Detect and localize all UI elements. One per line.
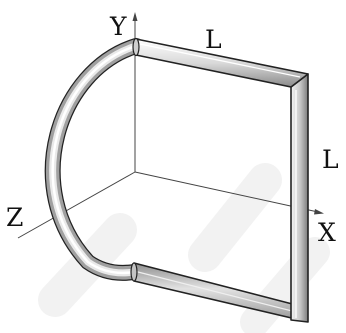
y-axis-label: Y: [109, 12, 127, 41]
pipe-bottom-joint: [130, 262, 138, 282]
x-axis-label: X: [318, 218, 336, 247]
pipe: [44, 37, 309, 323]
x-axis-arrow: [314, 209, 324, 215]
y-axis-arrow: [132, 12, 138, 21]
x-axis-line: [134, 171, 319, 213]
z-axis-label: Z: [6, 203, 23, 232]
right-edge-length-label: L: [322, 145, 339, 174]
pipe-right-section: [290, 73, 309, 323]
top-edge-length-label: L: [205, 25, 222, 54]
pipe-top-section: [135, 38, 309, 88]
z-axis-line: [17, 171, 136, 239]
pipe-top-joint: [132, 37, 140, 57]
